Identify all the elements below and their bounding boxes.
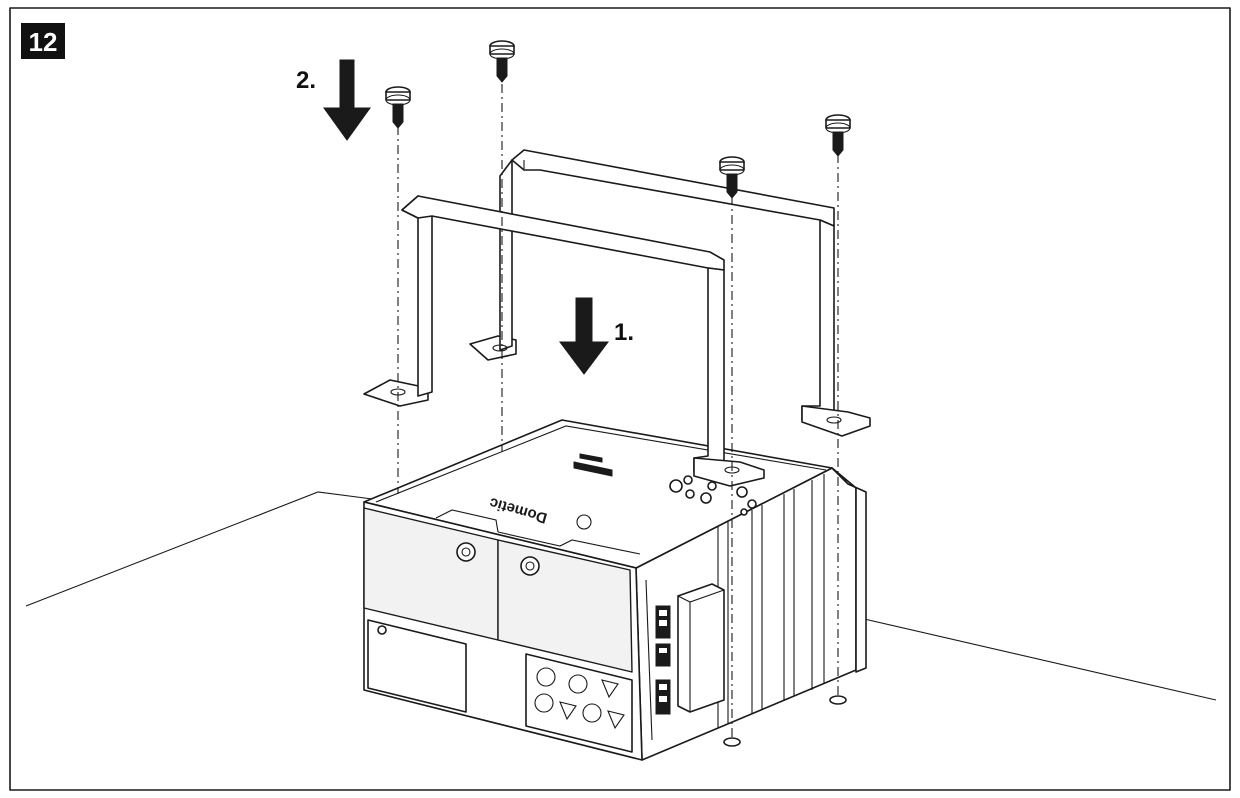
cover-screw-left bbox=[456, 542, 476, 562]
control-symbols bbox=[534, 667, 625, 730]
step-1-arrow-icon bbox=[559, 297, 609, 375]
floor-outline bbox=[25, 491, 1217, 701]
floor-screw-marks bbox=[723, 695, 847, 747]
mounting-screw bbox=[385, 86, 411, 129]
mounting-screw bbox=[825, 114, 851, 157]
rear-mounting-bracket bbox=[469, 149, 871, 437]
step-number-badge: 12 bbox=[21, 23, 65, 59]
step-2-label: 2. bbox=[296, 67, 316, 94]
figure-frame bbox=[9, 7, 1231, 791]
step-number: 12 bbox=[29, 27, 58, 57]
step-2-arrow-icon bbox=[323, 59, 371, 141]
front-mounting-bracket bbox=[363, 195, 765, 487]
cover-screw-right bbox=[520, 556, 540, 576]
window-screw bbox=[377, 625, 387, 635]
device-unit: Dometic bbox=[363, 419, 867, 761]
mounting-screw bbox=[489, 40, 515, 83]
step-1-label: 1. bbox=[614, 319, 634, 346]
mounting-screw bbox=[719, 156, 745, 199]
alignment-lines bbox=[397, 84, 839, 740]
connector-ports bbox=[645, 579, 671, 741]
side-connector-block bbox=[677, 583, 725, 713]
